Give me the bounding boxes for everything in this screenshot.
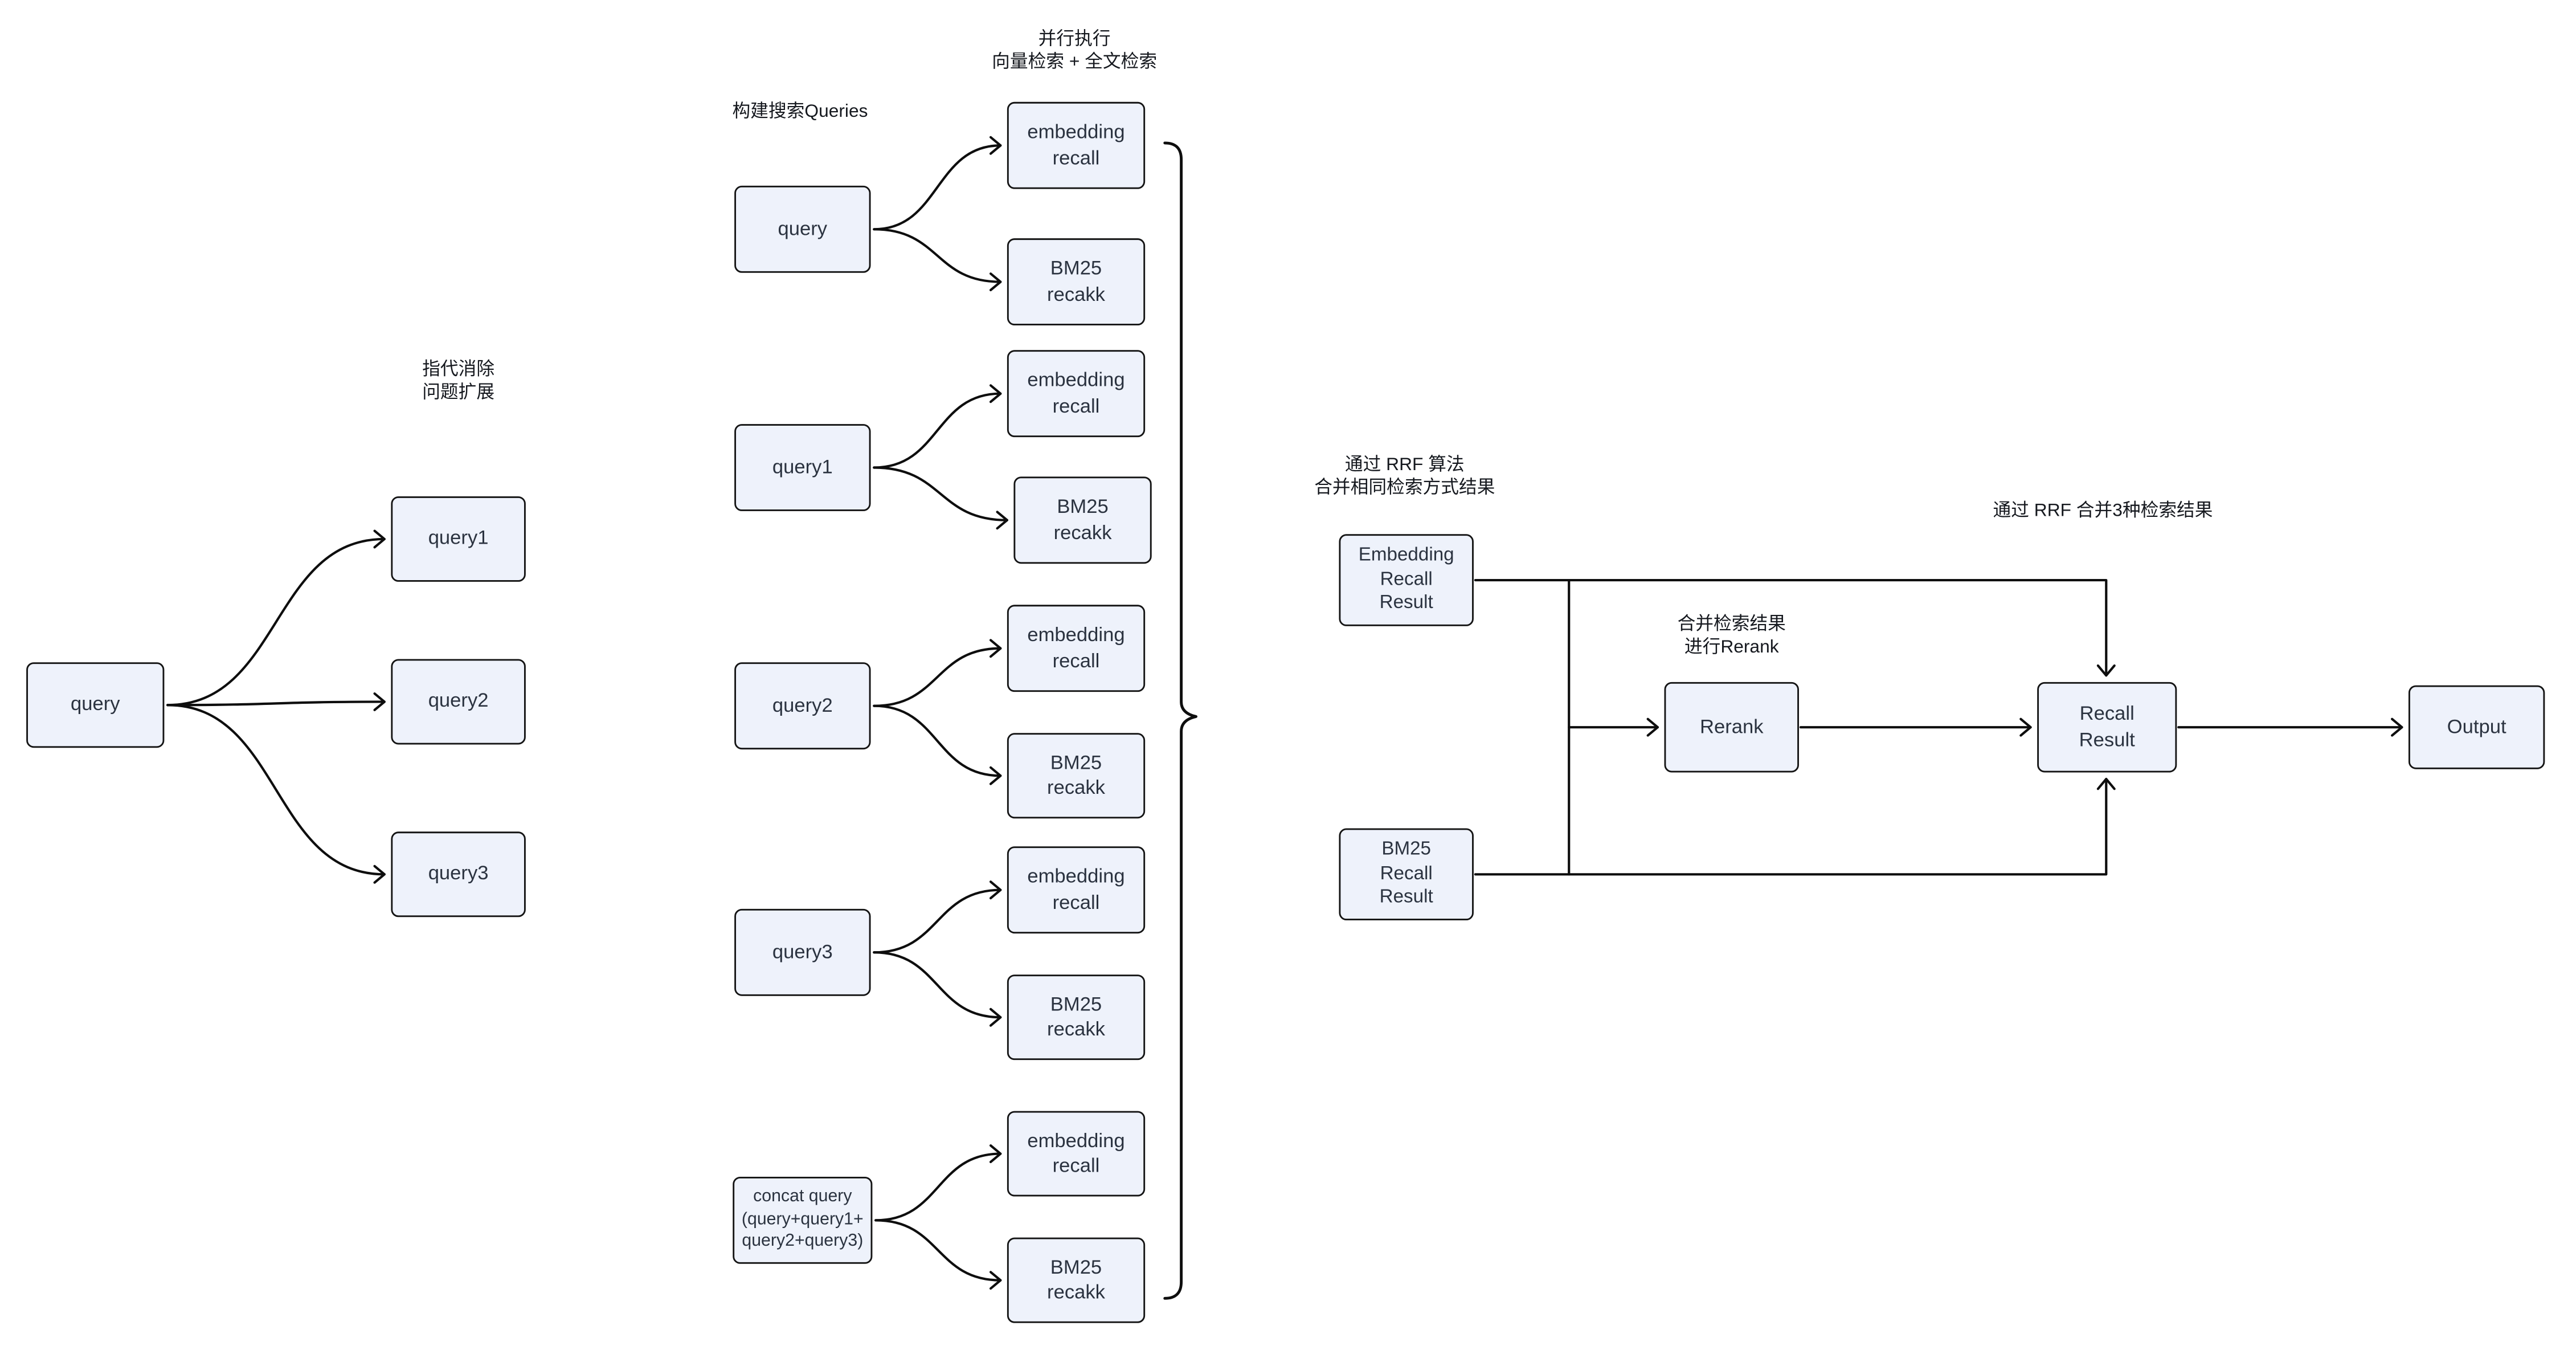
node-query2-mid: query2 — [734, 662, 871, 750]
node-bm25-recall-5-label: recakk — [1047, 1280, 1105, 1304]
annotation-rrf-merge-same: 通过 RRF 算法合并相同检索方式结果 — [1314, 454, 1495, 500]
annotation-parallel-exec-line: 向量检索 + 全文检索 — [992, 52, 1158, 72]
edge-concat-query-to-bm25-recall-5 — [874, 1219, 1002, 1290]
node-concat-query-label: concat query — [753, 1187, 852, 1207]
edge-query3-mid-to-emb-recall-4 — [873, 880, 1002, 954]
node-output: Output — [2408, 685, 2545, 769]
node-query2-exp: query2 — [391, 659, 526, 745]
node-recall-result-label: Recall — [2079, 702, 2135, 725]
edge-query-src-to-query1-exp — [166, 529, 386, 707]
node-emb-recall-2-label: embedding — [1027, 368, 1125, 391]
edge-query-src-to-query2-exp — [166, 692, 386, 711]
node-query3-mid: query3 — [734, 908, 871, 996]
edge-query1-mid-to-bm25-recall-2 — [873, 466, 1008, 530]
node-concat-query: concat query(query+query1+query2+query3) — [733, 1176, 873, 1264]
node-recall-result-label: Result — [2079, 727, 2135, 751]
edge-query-mid-to-bm25-recall-1 — [873, 228, 1002, 292]
annotation-merge-rerank-line: 进行Rerank — [1684, 637, 1779, 658]
annotation-merge-rerank-line: 合并检索结果 — [1677, 614, 1786, 635]
node-concat-query-label: (query+query1+ — [741, 1209, 864, 1229]
node-concat-query-label: query2+query3) — [742, 1231, 864, 1251]
node-query-mid: query — [734, 185, 871, 273]
node-query3-exp-label: query3 — [428, 862, 489, 885]
node-query1-exp-label: query1 — [428, 526, 489, 550]
node-emb-result-label: Result — [1379, 594, 1433, 614]
edge-query2-mid-to-bm25-recall-3 — [873, 704, 1002, 785]
node-query2-exp-label: query2 — [428, 689, 489, 712]
node-query-src: query — [26, 662, 165, 748]
node-bm25-recall-3-label: recakk — [1047, 776, 1105, 799]
annotation-rrf-merge-same-line: 通过 RRF 算法 — [1344, 455, 1465, 475]
annotation-coref-expand-line: 问题扩展 — [422, 382, 495, 403]
annotation-merge-rerank: 合并检索结果进行Rerank — [1678, 613, 1786, 659]
edge-query2-mid-to-emb-recall-3 — [873, 639, 1002, 707]
node-bm25-recall-4-label: recakk — [1047, 1017, 1105, 1041]
node-bm25-result-label: Recall — [1380, 863, 1433, 884]
annotation-rrf-merge-3: 通过 RRF 合并3种检索结果 — [1993, 500, 2213, 523]
node-emb-recall-4-label: recall — [1052, 890, 1100, 913]
node-query-src-label: query — [70, 692, 120, 716]
annotation-coref-expand: 指代消除问题扩展 — [422, 358, 494, 405]
node-rerank: Rerank — [1664, 682, 1799, 773]
edge-concat-query-to-emb-recall-5 — [874, 1144, 1002, 1222]
node-bm25-recall-3-label: BM25 — [1050, 750, 1102, 774]
node-output-label: Output — [2447, 714, 2507, 738]
node-query1-mid-label: query1 — [772, 455, 833, 478]
node-emb-recall-5-label: recall — [1052, 1153, 1100, 1177]
edge-bm25-result-to-recall-result — [1474, 777, 2116, 876]
node-bm25-recall-4-label: BM25 — [1050, 992, 1102, 1016]
annotation-build-queries-line: 构建搜索Queries — [732, 101, 868, 122]
node-rerank-label: Rerank — [1699, 714, 1764, 738]
node-query3-exp: query3 — [391, 831, 526, 917]
node-bm25-recall-1-label: BM25 — [1050, 256, 1102, 280]
edge-query-src-to-query3-exp — [166, 704, 386, 884]
node-query1-mid: query1 — [734, 424, 871, 511]
edge-emb-result-to-recall-result — [1474, 578, 2116, 677]
node-emb-recall-3-label: embedding — [1027, 623, 1125, 646]
annotation-coref-expand-line: 指代消除 — [422, 360, 495, 380]
edge-query3-mid-to-bm25-recall-4 — [873, 951, 1002, 1027]
node-emb-recall-3-label: recall — [1052, 648, 1100, 672]
node-bm25-recall-2-label: recakk — [1053, 520, 1112, 544]
edge-query-mid-to-emb-recall-1 — [873, 136, 1002, 231]
annotation-rrf-merge-same-line: 合并相同检索方式结果 — [1314, 478, 1495, 498]
annotation-build-queries: 构建搜索Queries — [732, 100, 868, 123]
node-emb-recall-5-label: embedding — [1027, 1128, 1125, 1152]
node-bm25-recall-2-label: BM25 — [1057, 495, 1109, 518]
annotation-rrf-merge-3-line: 通过 RRF 合并3种检索结果 — [1993, 501, 2213, 521]
node-emb-result-label: Embedding — [1358, 545, 1454, 565]
node-emb-recall-2-label: recall — [1052, 393, 1100, 417]
node-bm25-recall-1-label: recakk — [1047, 282, 1105, 305]
annotation-parallel-exec-line: 并行执行 — [1038, 29, 1111, 50]
node-query1-exp: query1 — [391, 496, 526, 582]
annotation-parallel-exec: 并行执行向量检索 + 全文检索 — [992, 28, 1157, 74]
node-query2-mid-label: query2 — [772, 693, 833, 716]
node-bm25-recall-5-label: BM25 — [1050, 1255, 1102, 1278]
node-emb-recall-1-label: embedding — [1027, 120, 1125, 144]
node-emb-recall-4-label: embedding — [1027, 864, 1125, 888]
node-emb-recall-1-label: recall — [1052, 145, 1100, 169]
brace-recall-group — [1163, 141, 1198, 1300]
node-query-mid-label: query — [778, 217, 828, 240]
node-emb-result-label: Recall — [1380, 569, 1433, 590]
edge-query1-mid-to-emb-recall-2 — [873, 384, 1002, 469]
node-bm25-result-label: BM25 — [1381, 839, 1432, 860]
node-bm25-result-label: Result — [1379, 888, 1433, 908]
node-query3-mid-label: query3 — [772, 940, 833, 963]
